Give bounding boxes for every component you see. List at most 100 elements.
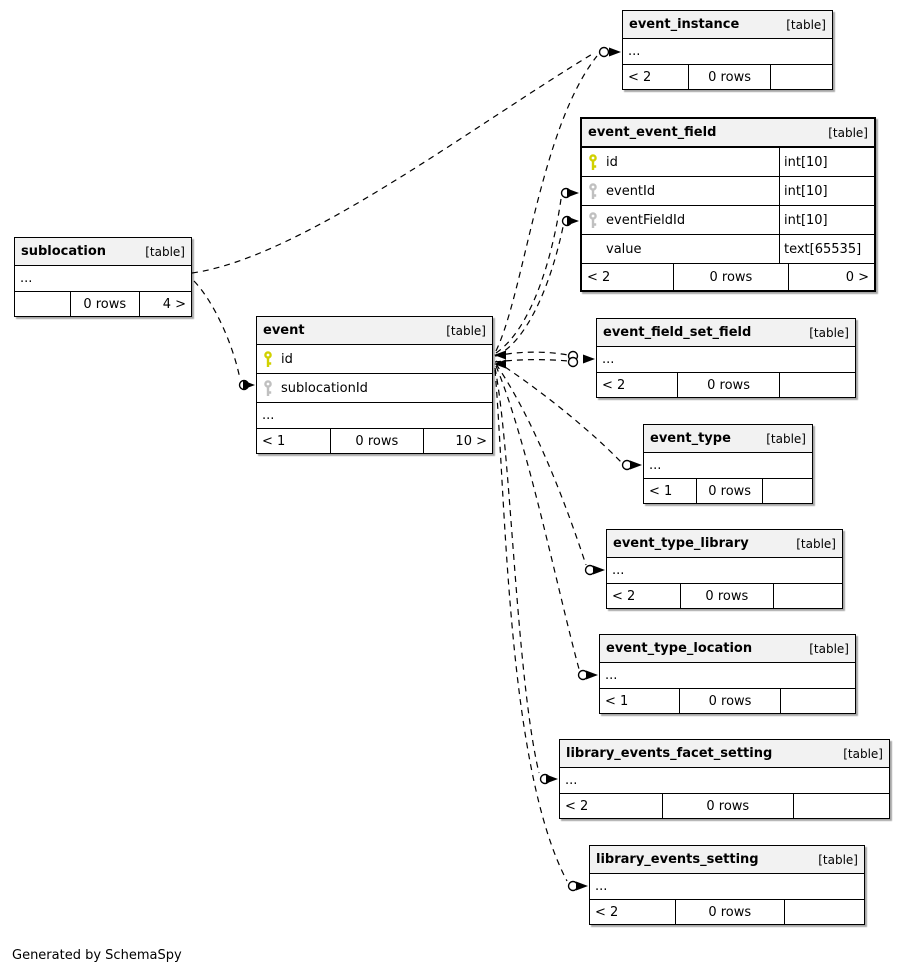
- generated-by-note: Generated by SchemaSpy: [12, 948, 182, 963]
- table-name: event_type_library: [613, 536, 749, 551]
- table-footer: < 2 0 rows: [560, 794, 889, 818]
- table-box-library_events_setting[interactable]: library_events_setting [table] ... < 2 0…: [589, 845, 865, 925]
- arrowhead-icon: [243, 380, 255, 390]
- footer-row-count: 0 rows: [674, 900, 785, 924]
- footer-parents-indicator: 10 >: [455, 433, 487, 449]
- arrowhead-icon: [583, 354, 595, 364]
- table-type-tag: [table]: [809, 641, 849, 656]
- footer-children-indicator: < 2: [628, 69, 652, 85]
- table-rows: ...: [560, 768, 889, 794]
- relationship-line-sublocation-to-event.sublocationId: [193, 280, 241, 380]
- table-box-sublocation[interactable]: sublocation [table] ... 0 rows 4 >: [14, 237, 192, 317]
- table-header[interactable]: library_events_facet_setting [table]: [560, 740, 889, 768]
- table-header[interactable]: event_type_library [table]: [607, 530, 842, 558]
- footer-parents-indicator: [785, 900, 864, 924]
- footer-parents-indicator: [763, 479, 812, 503]
- relationship-line-sublocation-to-event_instance: [191, 52, 595, 274]
- arrowhead-icon: [567, 188, 579, 198]
- table-header[interactable]: event_type_location [table]: [600, 635, 855, 663]
- table-header[interactable]: event_field_set_field [table]: [597, 319, 855, 347]
- hidden-columns-row: ...: [600, 663, 855, 689]
- table-header[interactable]: event [table]: [257, 317, 492, 345]
- arrowhead-icon: [494, 359, 506, 369]
- column-name: id: [281, 351, 293, 367]
- arrowhead-icon: [630, 460, 642, 470]
- arrowhead-icon: [567, 216, 579, 226]
- table-box-event_field_set_field[interactable]: event_field_set_field [table] ... < 2 0 …: [596, 318, 856, 398]
- foreign-key-icon: [587, 211, 600, 229]
- ellipsis-label: ...: [649, 458, 662, 473]
- arrowhead-icon: [576, 881, 588, 891]
- table-box-library_events_facet_setting[interactable]: library_events_facet_setting [table] ...…: [559, 739, 890, 819]
- table-header[interactable]: event_type [table]: [644, 425, 812, 453]
- primary-key-icon: [262, 350, 275, 368]
- relationship-line-event-to-event_type_library: [495, 363, 587, 566]
- table-name: event_type: [650, 431, 731, 446]
- table-header[interactable]: library_events_setting [table]: [590, 846, 864, 874]
- table-rows: ...: [590, 874, 864, 900]
- relationship-line-event-to-event_event_field.eventFieldId: [495, 226, 564, 357]
- ellipsis-label: ...: [565, 773, 578, 788]
- table-footer: < 2 0 rows: [590, 900, 864, 924]
- arrowhead-icon: [609, 47, 621, 57]
- footer-row-count: 0 rows: [69, 292, 140, 316]
- footer-row-count: 0 rows: [696, 479, 764, 503]
- footer-parents-indicator: [774, 584, 842, 608]
- column-row-id: id: [257, 345, 492, 374]
- table-header[interactable]: sublocation [table]: [15, 238, 191, 266]
- hidden-columns-row: ...: [560, 768, 889, 794]
- arrowhead-icon: [593, 565, 605, 575]
- table-rows: ...: [644, 453, 812, 479]
- table-footer: < 1 0 rows: [644, 479, 812, 503]
- footer-row-count: 0 rows: [661, 794, 794, 818]
- table-type-tag: [table]: [828, 125, 868, 140]
- table-box-event_instance[interactable]: event_instance [table] ... < 2 0 rows: [622, 10, 833, 90]
- hidden-columns-row: ...: [590, 874, 864, 900]
- table-footer: < 2 0 rows: [623, 65, 832, 89]
- column-row-eventId: eventId int[10]: [582, 177, 874, 206]
- table-name: event_event_field: [588, 125, 717, 140]
- hidden-columns-row: ...: [15, 266, 191, 292]
- table-name: event_field_set_field: [603, 325, 752, 340]
- table-type-tag: [table]: [809, 325, 849, 340]
- relationship-line-event-to-event_event_field.eventId: [495, 198, 562, 354]
- footer-children-indicator: < 1: [649, 483, 673, 499]
- table-name: event_type_location: [606, 641, 753, 656]
- table-type-tag: [table]: [766, 431, 806, 446]
- ellipsis-label: ...: [612, 563, 625, 578]
- footer-children-indicator: < 1: [262, 433, 286, 449]
- relationship-line-event-to-library_events_setting: [494, 369, 568, 882]
- primary-key-icon: [587, 153, 600, 171]
- footer-children-indicator: < 2: [612, 588, 636, 604]
- column-type: int[10]: [779, 148, 874, 176]
- hidden-columns-row: ...: [597, 347, 855, 373]
- footer-children-indicator: < 2: [587, 269, 611, 285]
- relationship-line-event-to-event_field_set_field: [494, 351, 569, 357]
- arrowhead-icon: [494, 350, 506, 360]
- column-name: eventId: [606, 183, 656, 199]
- footer-row-count: 0 rows: [679, 584, 774, 608]
- table-box-event_type_library[interactable]: event_type_library [table] ... < 2 0 row…: [606, 529, 843, 609]
- column-type: int[10]: [779, 206, 874, 234]
- column-type: int[10]: [779, 177, 874, 205]
- connector-circle-icon: [567, 356, 579, 368]
- footer-children-indicator: < 2: [595, 904, 619, 920]
- table-header[interactable]: event_instance [table]: [623, 11, 832, 39]
- footer-children-indicator: < 2: [602, 377, 626, 393]
- table-box-event_type_location[interactable]: event_type_location [table] ... < 1 0 ro…: [599, 634, 856, 714]
- table-box-event_type[interactable]: event_type [table] ... < 1 0 rows: [643, 424, 813, 504]
- footer-row-count: 0 rows: [687, 65, 772, 89]
- hidden-columns-row: ...: [644, 453, 812, 479]
- footer-children-indicator: < 1: [605, 693, 629, 709]
- table-footer: < 1 0 rows 10 >: [257, 429, 492, 453]
- footer-row-count: 0 rows: [676, 373, 781, 397]
- table-footer: < 2 0 rows: [607, 584, 842, 608]
- table-header[interactable]: event_event_field [table]: [582, 119, 874, 148]
- footer-parents-indicator: [794, 794, 889, 818]
